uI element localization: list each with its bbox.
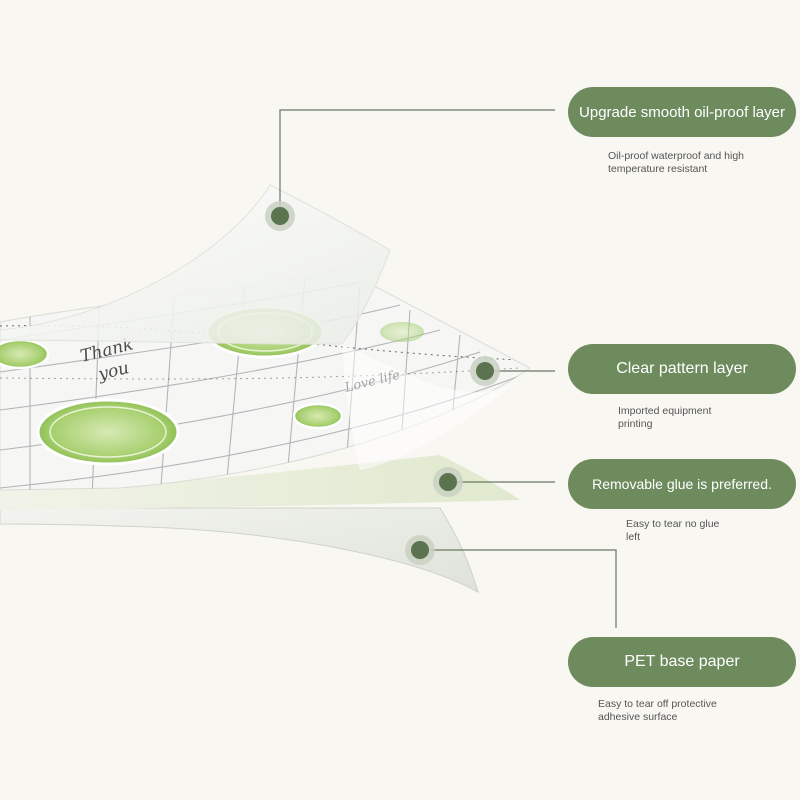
desc-pet-base-paper: Easy to tear off protective adhesive sur…	[598, 698, 717, 724]
lime-slice	[380, 322, 424, 342]
lime-slice	[294, 404, 342, 428]
label-pattern-layer: Clear pattern layer	[568, 344, 796, 394]
marker-oil-proof	[265, 201, 295, 231]
desc-oil-proof-layer: Oil-proof waterproof and high temperatur…	[608, 150, 744, 176]
label-glue-layer: Removable glue is preferred.	[568, 459, 796, 509]
desc-pattern-layer: Imported equipment printing	[618, 405, 711, 431]
marker-pattern	[470, 356, 500, 386]
oil-proof-layer	[0, 185, 390, 344]
lime-slice	[0, 340, 48, 368]
lime-slice	[38, 400, 178, 464]
marker-glue	[433, 467, 463, 497]
label-oil-proof-layer: Upgrade smooth oil-proof layer	[568, 87, 796, 137]
leader-line-oil-proof	[280, 110, 555, 216]
label-pet-base-paper: PET base paper	[568, 637, 796, 687]
marker-pet	[405, 535, 435, 565]
desc-glue-layer: Easy to tear no glue left	[626, 518, 719, 544]
